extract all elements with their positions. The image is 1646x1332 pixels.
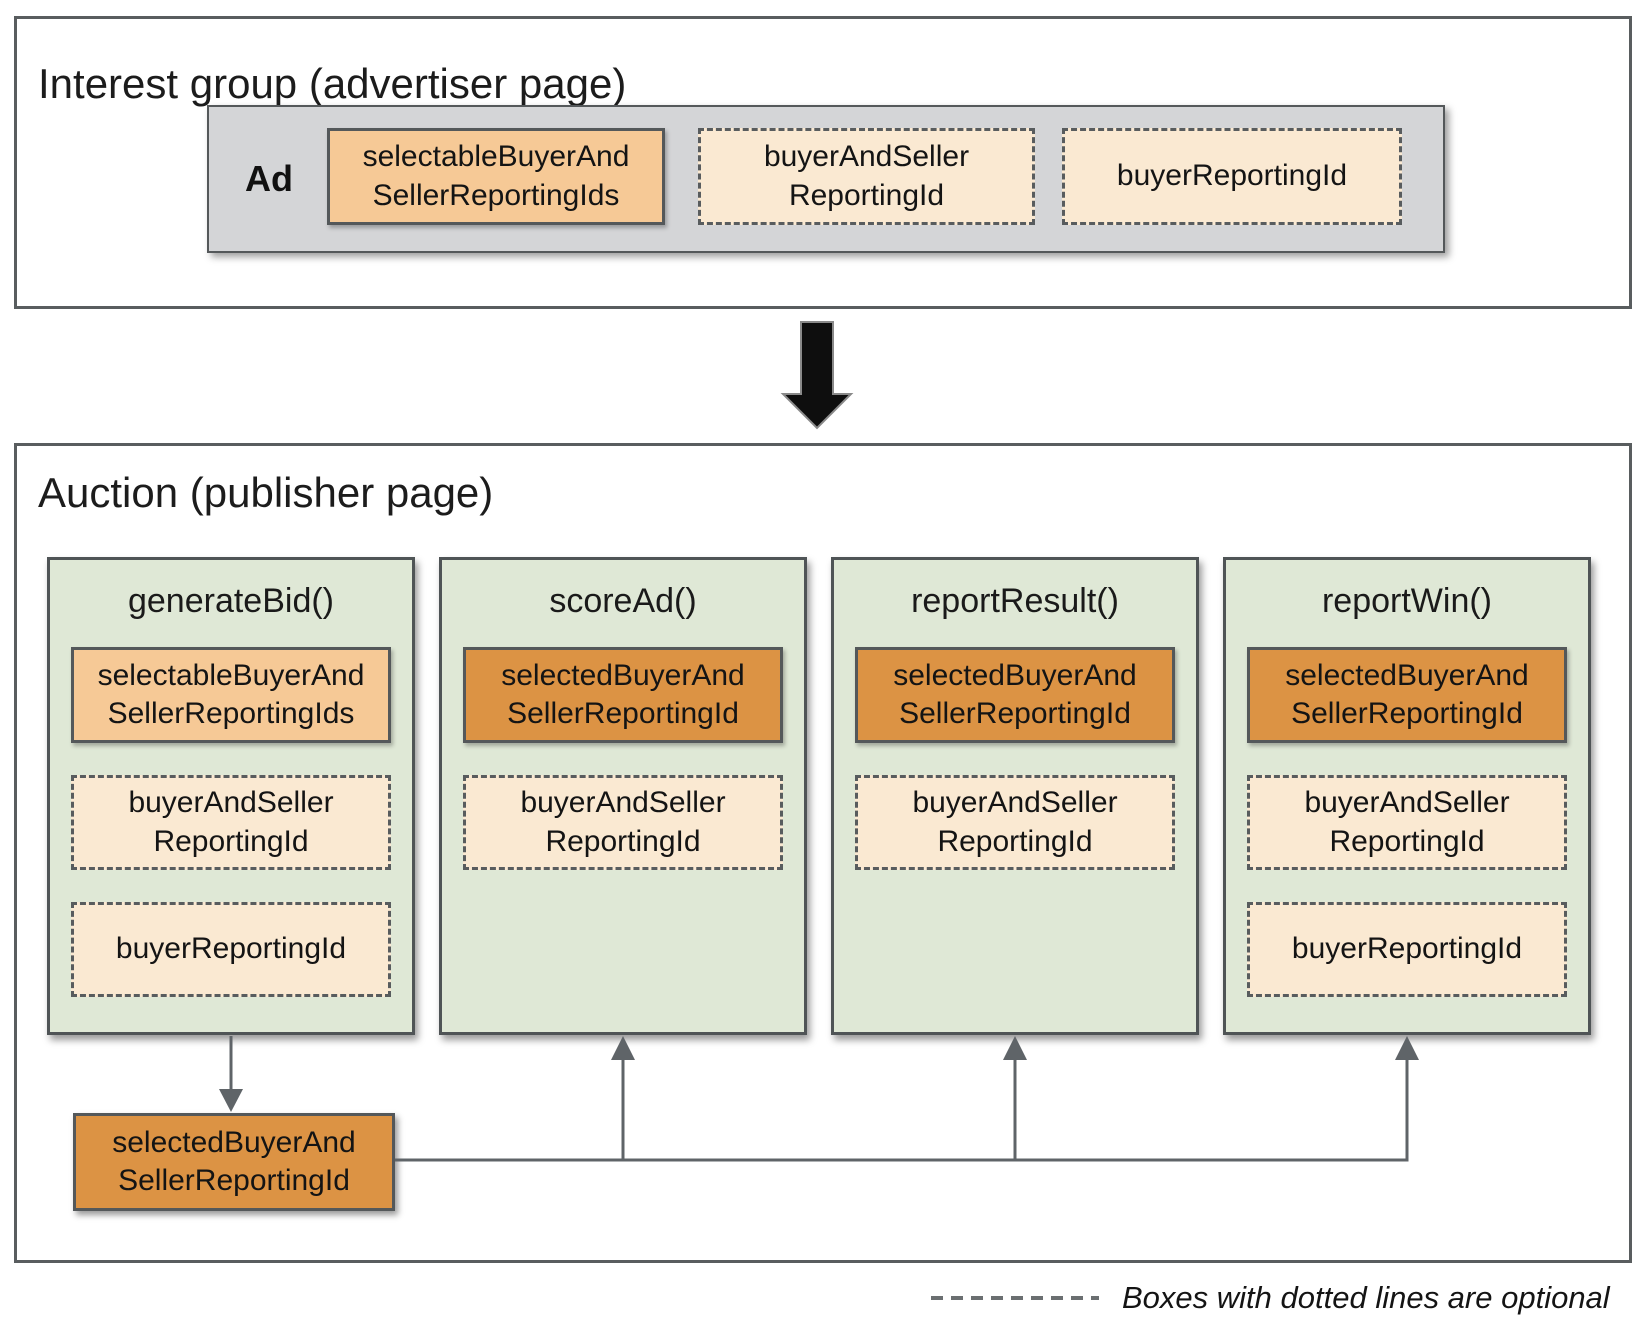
ad-label: Ad [245, 158, 293, 199]
report-result-column: reportResult() selectedBuyerAnd SellerRe… [831, 557, 1199, 1035]
score-ad-column: scoreAd() selectedBuyerAnd SellerReporti… [439, 557, 807, 1035]
score-ad-selected-id-box: selectedBuyerAnd SellerReportingId [463, 647, 783, 743]
ad-container: Ad selectableBuyerAnd SellerReportingIds… [207, 105, 1445, 253]
auction-panel: Auction (publisher page) generateBid() s… [14, 443, 1632, 1263]
report-result-header: reportResult() [911, 582, 1119, 620]
generate-bid-header: generateBid() [127, 582, 334, 620]
generate-bid-buyer-and-seller-reporting-id-box: buyerAndSeller ReportingId [71, 775, 391, 870]
report-win-buyer-and-seller-reporting-id-box: buyerAndSeller ReportingId [1247, 775, 1567, 870]
generate-bid-selectable-ids-box: selectableBuyerAnd SellerReportingIds [71, 647, 391, 743]
selected-id-output-box: selectedBuyerAnd SellerReportingId [73, 1113, 395, 1211]
interest-group-title: Interest group (advertiser page) [38, 60, 627, 107]
legend-text: Boxes with dotted lines are optional [1122, 1280, 1610, 1315]
ig-selectable-buyer-and-seller-reporting-ids-box: selectableBuyerAnd SellerReportingIds [327, 128, 665, 225]
interest-group-panel: Interest group (advertiser page) Ad sele… [14, 16, 1632, 309]
big-down-arrow-icon [780, 321, 854, 430]
ig-buyer-and-seller-reporting-id-box: buyerAndSeller ReportingId [698, 128, 1035, 225]
report-win-selected-id-box: selectedBuyerAnd SellerReportingId [1247, 647, 1567, 743]
score-ad-buyer-and-seller-reporting-id-box: buyerAndSeller ReportingId [463, 775, 783, 870]
ig-buyer-reporting-id-box: buyerReportingId [1062, 128, 1402, 225]
report-win-header: reportWin() [1321, 582, 1493, 620]
report-win-buyer-reporting-id-box: buyerReportingId [1247, 902, 1567, 997]
generate-bid-buyer-reporting-id-box: buyerReportingId [71, 902, 391, 997]
legend-dashed-line-sample [931, 1296, 1099, 1300]
report-result-selected-id-box: selectedBuyerAnd SellerReportingId [855, 647, 1175, 743]
report-win-column: reportWin() selectedBuyerAnd SellerRepor… [1223, 557, 1591, 1035]
auction-title: Auction (publisher page) [38, 469, 494, 516]
score-ad-header: scoreAd() [549, 582, 697, 620]
generate-bid-column: generateBid() selectableBuyerAnd SellerR… [47, 557, 415, 1035]
report-result-buyer-and-seller-reporting-id-box: buyerAndSeller ReportingId [855, 775, 1175, 870]
